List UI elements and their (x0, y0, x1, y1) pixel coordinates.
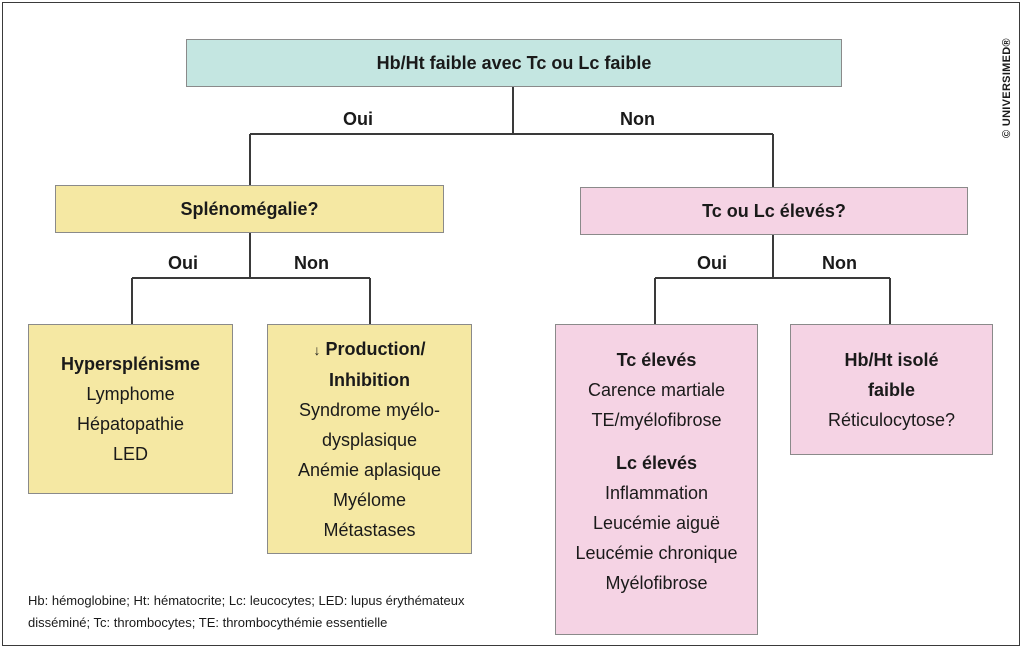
connector-splenomegalie (131, 233, 371, 324)
lc-eleves-item: Leucémie aiguë (592, 513, 721, 533)
isolated-hb-ht-node: Hb/Ht isolé faible Réticulocytose? (790, 324, 993, 455)
root-node: Hb/Ht faible avec Tc ou Lc faible (186, 39, 842, 87)
edge-label-root-yes: Oui (343, 109, 373, 129)
hypersplenisme-item: LED (112, 444, 148, 464)
copyright-notice: © UNIVERSIMED® (1001, 38, 1013, 138)
hypersplenisme-item: Hépatopathie (76, 414, 185, 434)
production-item: Myélome (332, 489, 407, 510)
tc-eleves-title: Tc élevés (616, 350, 697, 370)
edge-label-tclc-no: Non (822, 253, 857, 273)
hypersplenisme-node: Hypersplénisme Lymphome Hépatopathie LED (28, 324, 233, 494)
footnote-line: disséminé; Tc: thrombocytes; TE: thrombo… (28, 615, 388, 630)
production-item: Métastases (323, 519, 416, 540)
isolated-item: Réticulocytose? (827, 409, 956, 430)
lc-eleves-item: Inflammation (604, 483, 709, 503)
edge-label-tclc-yes: Oui (697, 253, 727, 273)
tc-eleves-item: Carence martiale (587, 380, 726, 400)
footnote-line: Hb: hémoglobine; Ht: hématocrite; Lc: le… (28, 593, 465, 608)
edge-label-splen-yes: Oui (168, 253, 198, 273)
down-arrow-icon: ↓ (313, 341, 321, 358)
production-item: dysplasique (321, 429, 418, 450)
splenomegalie-label: Splénomégalie? (180, 198, 319, 219)
production-inhibition-node: ↓ Production/ Inhibition Syndrome myélo-… (267, 324, 472, 554)
production-title-line1: ↓ Production/ (313, 334, 425, 365)
tc-lc-result-node: Tc élevés Carence martiale TE/myélofibro… (555, 324, 758, 635)
production-title-line2: Inhibition (329, 369, 410, 390)
production-item: Syndrome myélo- (298, 399, 441, 420)
footnote: Hb: hémoglobine; Ht: hématocrite; Lc: le… (28, 590, 548, 634)
lc-eleves-title: Lc élevés (615, 453, 698, 473)
tc-lc-eleves-label: Tc ou Lc élevés? (702, 200, 846, 221)
production-title-text: Production/ (325, 338, 426, 359)
connector-root (249, 87, 774, 187)
splenomegalie-node: Splénomégalie? (55, 185, 444, 233)
lc-eleves-item: Leucémie chronique (575, 543, 738, 563)
production-item: Anémie aplasique (297, 459, 442, 480)
tc-eleves-item: TE/myélofibrose (591, 410, 722, 430)
isolated-title-line1: Hb/Ht isolé (844, 349, 939, 370)
tc-lc-eleves-node: Tc ou Lc élevés? (580, 187, 968, 235)
edge-label-splen-no: Non (294, 253, 329, 273)
lc-eleves-item: Myélofibrose (605, 573, 708, 593)
connector-tc-lc (654, 235, 891, 324)
root-label: Hb/Ht faible avec Tc ou Lc faible (376, 52, 652, 73)
hypersplenisme-item: Lymphome (86, 384, 175, 404)
isolated-title-line2: faible (867, 379, 915, 400)
hypersplenisme-title: Hypersplénisme (60, 354, 201, 374)
edge-label-root-no: Non (620, 109, 655, 129)
